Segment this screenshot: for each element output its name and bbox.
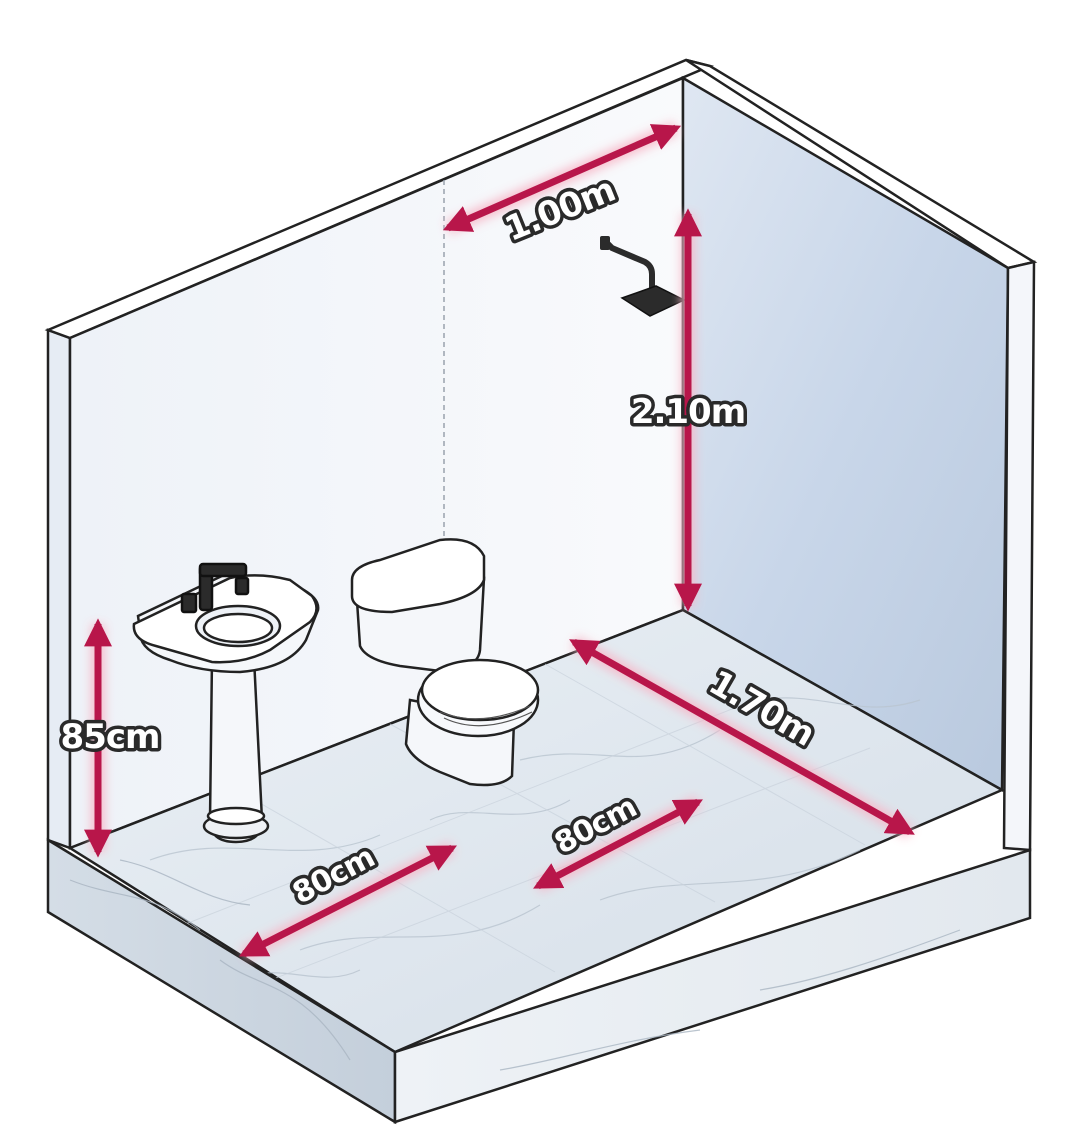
- toilet-icon: [350, 538, 540, 787]
- label-sink-height: 85cm: [61, 717, 160, 757]
- arrow-room-depth: [569, 638, 915, 836]
- label-shower-height: 2.10m: [631, 392, 745, 432]
- dimension-arrows: [84, 121, 915, 961]
- left-wall-edge: [46, 328, 72, 850]
- right-wall-edge: [1002, 260, 1036, 852]
- arrow-shower-width: [442, 124, 682, 232]
- slab-marble-texture: [69, 859, 961, 1071]
- arrow-toilet-clearance: [533, 798, 703, 890]
- arrow-front-clearance: [239, 844, 457, 958]
- pedestal-sink-icon: [132, 562, 320, 844]
- slab-right: [393, 848, 1032, 1124]
